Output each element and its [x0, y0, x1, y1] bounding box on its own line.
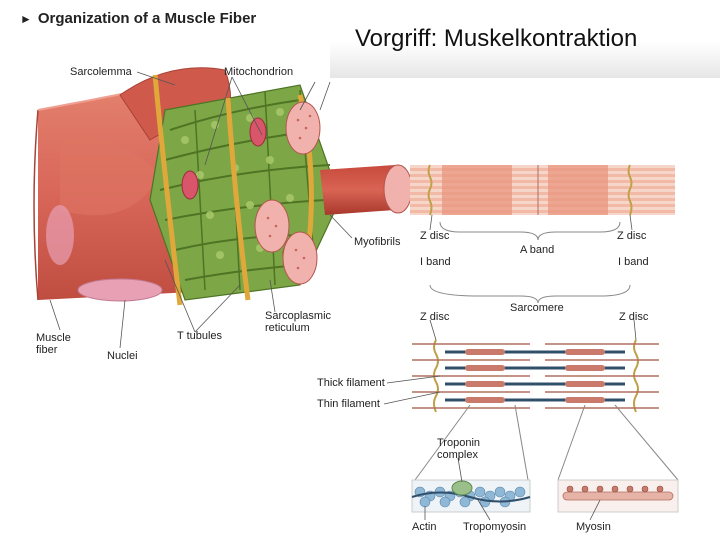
label-thin-filament: Thin filament [317, 398, 380, 410]
label-myofibrils: Myofibrils [354, 236, 401, 248]
label-i-band-left: I band [420, 256, 451, 268]
z-disc-line [627, 164, 633, 216]
label-z-disc-right: Z disc [617, 230, 647, 242]
label-z-disc-left: Z disc [420, 230, 450, 242]
label-tropomyosin: Tropomyosin [463, 521, 527, 533]
z-disc-line [427, 164, 433, 216]
slide-title: Vorgriff: Muskelkontraktion [355, 25, 638, 52]
figure-header: ► Organization of a Muscle Fiber [20, 10, 256, 27]
label-nuclei: Nuclei [107, 350, 138, 362]
leader-lines [49, 71, 637, 521]
label-t-tubules: T tubules [177, 330, 223, 342]
label-z-disc-right-filament: Z disc [619, 311, 649, 323]
myofibril-ends [254, 101, 321, 285]
mitochondrion [249, 117, 267, 147]
label-i-band-right: I band [618, 256, 649, 268]
label-myosin: Myosin [576, 521, 611, 533]
myofibril-extension [320, 164, 413, 215]
myosin-zoom [557, 479, 679, 513]
filament-diagram [412, 339, 659, 415]
label-actin: Actin [412, 521, 437, 533]
label-sarcomere: Sarcomere [510, 302, 564, 314]
figure-title: Organization of a Muscle Fiber [37, 10, 257, 27]
actin-zoom [411, 479, 531, 513]
title-background [330, 18, 720, 78]
t-tubule [225, 97, 251, 301]
t-tubule [152, 74, 183, 306]
play-arrow-icon: ► [20, 12, 32, 26]
nucleus [46, 205, 74, 265]
label-thick-filament: Thick filament [317, 377, 385, 389]
troponin-complex [451, 480, 473, 496]
label-z-disc-left-filament: Z disc [420, 311, 450, 323]
nucleus [77, 278, 163, 302]
label-a-band: A band [520, 244, 555, 256]
zoom-connectors [414, 404, 679, 481]
tropomyosin-strand [411, 491, 531, 503]
label-mitochondrion: Mitochondrion [224, 66, 294, 78]
label-sarcolemma: Sarcolemma [70, 66, 132, 78]
mitochondrion [181, 170, 199, 200]
sarcomere-band-diagram [410, 164, 675, 304]
